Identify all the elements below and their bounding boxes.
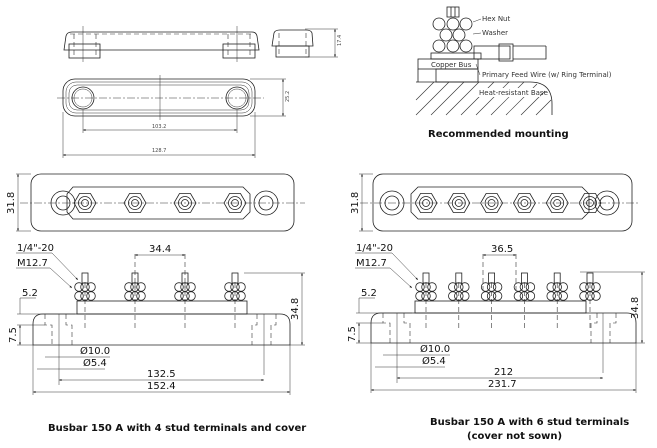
- busbar-4-pitch-dim: 34.4: [149, 244, 171, 255]
- busbar-6-caption-line1: Busbar 150 A with 6 stud terminals: [430, 417, 629, 428]
- cover-width-dim: 25.2: [285, 91, 291, 102]
- busbar-4-side-view: 1/4"-20 M12.7 34.4 34.8 5.2 7.5 Ø10.0 Ø5…: [8, 243, 306, 434]
- busbar-4-length-dim: 152.4: [147, 381, 176, 392]
- busbar-6-base-height-dim: 7.5: [347, 326, 358, 342]
- cover-hole-pitch-dim: 103.2: [152, 124, 166, 130]
- copper-bus-label: Copper Bus: [431, 61, 472, 69]
- busbar-4-hole-dim: Ø5.4: [83, 357, 107, 369]
- stud-terminal-side: [546, 272, 568, 330]
- busbar-6-thread-label: 1/4"-20: [356, 243, 393, 254]
- stud-terminal-side: [74, 272, 96, 330]
- washer-label: Washer: [482, 29, 508, 37]
- feed-wire-label: Primary Feed Wire (w/ Ring Terminal): [482, 71, 612, 79]
- base-hatching: [415, 81, 552, 116]
- busbar-6-stud-label: M12.7: [356, 258, 387, 269]
- busbar-4-stud-label: M12.7: [17, 258, 48, 269]
- busbar-6-pitch-dim: 36.5: [491, 244, 513, 255]
- busbar-4-counterbore-dim: Ø10.0: [80, 345, 110, 357]
- cover-drawing: 17.4 25.2 103.2 128.: [57, 26, 343, 158]
- busbar-6-length-dim: 231.7: [488, 379, 517, 390]
- stud-terminal-side: [448, 272, 470, 330]
- cover-top-view: 25.2 103.2 128.7: [57, 75, 291, 158]
- cover-height-dim: 17.4: [337, 35, 343, 46]
- busbar-4-caption: Busbar 150 A with 4 stud terminals and c…: [48, 423, 306, 434]
- busbar-6-caption-line2: (cover not sown): [467, 431, 562, 442]
- mounting-diagram: Hex Nut Washer Copper Bus Primary Feed W…: [415, 6, 612, 140]
- busbar-6-counterbore-dim: Ø10.0: [420, 343, 450, 355]
- busbar-6-mount-pitch-dim: 212: [494, 367, 513, 378]
- busbar-6-side-view: 1/4"-20 M12.7 36.5 34.8 5.2 7.5 Ø10.0 Ø5…: [347, 243, 645, 442]
- stud-terminal-side: [224, 272, 246, 330]
- busbar-4-height-dim: 34.8: [290, 298, 301, 320]
- mounting-caption: Recommended mounting: [428, 129, 569, 140]
- busbar-6-top-view: 31.8: [350, 173, 640, 232]
- stud-terminal-side: [415, 272, 437, 330]
- busbar-4-mount-pitch-dim: 132.5: [147, 369, 176, 380]
- stud-terminal-side: [579, 272, 601, 330]
- busbar-6-height-dim: 34.8: [630, 297, 641, 319]
- cover-length-dim: 128.7: [152, 148, 166, 154]
- stud-terminal-side: [480, 272, 503, 330]
- busbar-6-width-dim: 31.8: [350, 192, 361, 214]
- hex-nut-label: Hex Nut: [482, 15, 510, 23]
- cover-side-view: [63, 26, 260, 62]
- stud-terminal-side: [513, 272, 536, 330]
- cover-end-view: 17.4: [271, 28, 343, 58]
- busbar-6-step-dim: 5.2: [361, 288, 377, 299]
- busbar-4-step-dim: 5.2: [22, 288, 38, 299]
- busbar-4-width-dim: 31.8: [6, 192, 17, 214]
- base-label: Heat-resistant Base: [479, 89, 548, 97]
- busbar-4-thread-label: 1/4"-20: [17, 243, 54, 254]
- busbar-4-base-height-dim: 7.5: [8, 327, 19, 343]
- hex-nut-stack: [432, 17, 473, 53]
- busbar-6-hole-dim: Ø5.4: [422, 355, 446, 367]
- busbar-4-top-view: 31.8: [6, 173, 305, 232]
